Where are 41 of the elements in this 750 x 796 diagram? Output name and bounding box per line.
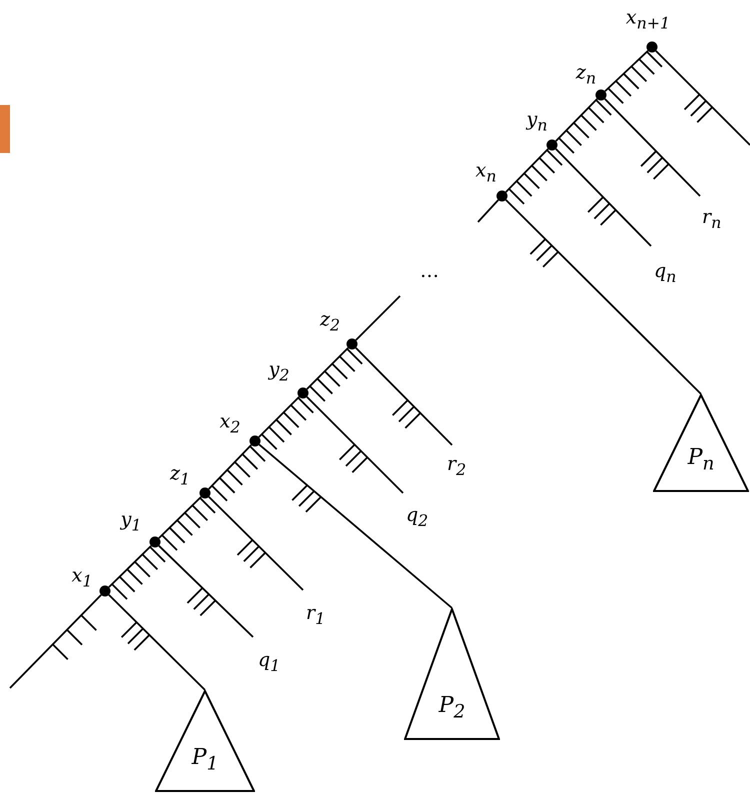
tree-edge bbox=[158, 496, 202, 539]
leaf-label: q$_{2}$ bbox=[406, 506, 428, 529]
tree-edge bbox=[505, 199, 702, 395]
leaf-label: r$_{2}$ bbox=[447, 455, 466, 478]
vertex-label: x$_{1}$ bbox=[72, 564, 92, 590]
vertex-label: x$_{n}$ bbox=[476, 159, 496, 185]
tree-edge bbox=[505, 148, 549, 193]
tree-edge bbox=[258, 444, 453, 609]
tree-edge bbox=[108, 545, 152, 588]
vertex-label: x$_{2}$ bbox=[220, 410, 240, 436]
tree-edge bbox=[258, 396, 300, 438]
leaf-label: r$_{1}$ bbox=[306, 604, 326, 627]
tree-edge bbox=[108, 594, 206, 691]
vertex-label: z$_{n}$ bbox=[576, 61, 596, 87]
tree-edge bbox=[208, 496, 304, 591]
vertex-label: y$_{2}$ bbox=[268, 358, 290, 384]
tree-edge bbox=[655, 50, 750, 146]
subtree-triangle: P$_{1}$ bbox=[155, 690, 255, 792]
subtree-triangle: P$_{2}$ bbox=[404, 608, 500, 740]
tree-edge bbox=[306, 347, 349, 390]
tree-edge bbox=[208, 444, 252, 490]
tree-edge bbox=[355, 295, 401, 341]
tree-edge bbox=[9, 594, 102, 689]
tree-edge bbox=[477, 199, 499, 223]
ellipsis-text: … bbox=[420, 262, 439, 281]
tree-edge bbox=[306, 396, 404, 494]
tree-edge bbox=[555, 98, 598, 142]
leaf-label: q$_{1}$ bbox=[258, 651, 280, 674]
vertex-label: y$_{n}$ bbox=[526, 108, 548, 134]
tree-edge bbox=[604, 98, 701, 197]
vertex-label: x$_{n+1}$ bbox=[626, 6, 670, 32]
vertex-label: z$_{2}$ bbox=[320, 308, 340, 334]
leaf-label: r$_{n}$ bbox=[702, 208, 722, 231]
vertex-label: z$_{1}$ bbox=[170, 462, 190, 488]
tree-edge bbox=[555, 148, 652, 247]
tree-edge bbox=[158, 545, 254, 638]
leaf-label: q$_{n}$ bbox=[654, 262, 676, 285]
tree-edge bbox=[355, 347, 453, 446]
vertex-label: y$_{1}$ bbox=[120, 508, 142, 534]
subtree-triangle: P$_{n}$ bbox=[653, 394, 749, 492]
tree-edge bbox=[604, 50, 649, 92]
